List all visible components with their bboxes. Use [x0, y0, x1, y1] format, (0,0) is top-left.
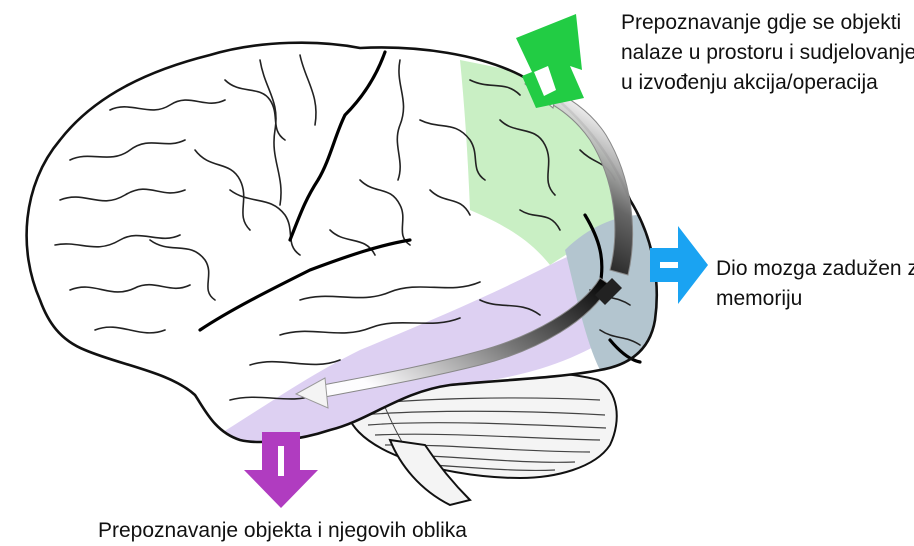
- dorsal-stream-label: Prepoznavanje gdje se objekti nalaze u p…: [621, 8, 914, 98]
- label-line: nalaze u prostoru i sudjelovanje: [621, 38, 914, 68]
- memory-arrow-icon: [650, 226, 708, 304]
- label-line: Dio mozga zadužen za: [716, 254, 914, 284]
- ventral-stream-label: Prepoznavanje objekta i njegovih oblika: [98, 516, 467, 546]
- label-line: u izvođenju akcija/operacija: [621, 68, 914, 98]
- label-line: Prepoznavanje objekta i njegovih oblika: [98, 516, 467, 546]
- label-line: Prepoznavanje gdje se objekti: [621, 8, 914, 38]
- memory-label: Dio mozga zadužen za memoriju: [716, 254, 914, 314]
- ventral-arrow-icon: [244, 432, 318, 508]
- label-line: memoriju: [716, 284, 914, 314]
